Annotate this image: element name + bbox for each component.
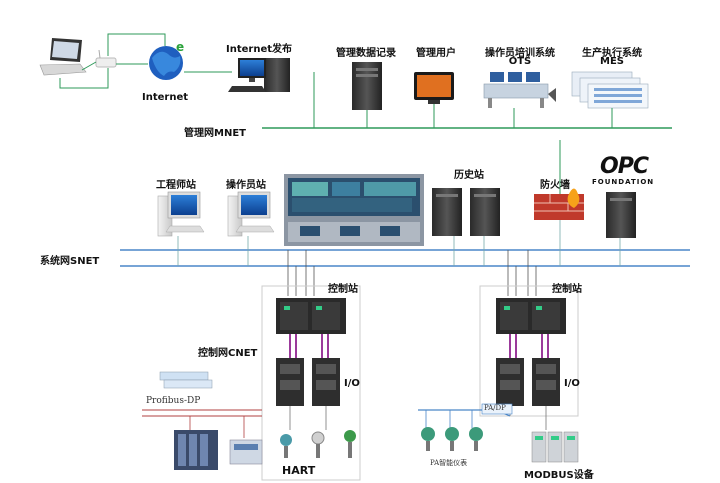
snet-label: 系统网SNET (40, 256, 100, 267)
io-left-label: I/O (344, 378, 360, 389)
control-station-left-label: 控制站 (328, 284, 358, 295)
hart-label: HART (282, 464, 316, 477)
modbus-label: MODBUS设备 (524, 470, 594, 481)
operator-station-label: 操作员站 (226, 180, 266, 191)
mgmt-user-monitor-icon (414, 72, 454, 104)
history-server-icon (432, 188, 500, 236)
pa-instruments-icon (421, 427, 483, 451)
internet-publish-pc-icon (228, 58, 290, 92)
laptop-icon (39, 38, 87, 76)
internet-globe-icon: e (149, 40, 184, 80)
ots-label-line2: OTS (508, 56, 532, 67)
history-station-label: 历史站 (454, 170, 484, 181)
mgmt-data-record-label: 管理数据记录 (336, 48, 396, 59)
control-station-right-cabinet (479, 285, 579, 430)
router-icon (95, 49, 117, 68)
control-room-console-image (284, 174, 424, 246)
control-station-left-cabinet (261, 285, 361, 481)
engineer-station-label: 工程师站 (156, 180, 196, 191)
pa-dp-label: PA/DP (484, 404, 506, 412)
mgmt-user-label: 管理用户 (416, 48, 456, 59)
mes-label-line2: MES (600, 56, 624, 67)
control-station-right-label: 控制站 (552, 284, 582, 295)
cnet-label: 控制网CNET (198, 348, 258, 359)
internet-publish-label: Internet发布 (226, 44, 293, 55)
modbus-devices-icon (531, 431, 579, 463)
opc-foundation-text: FOUNDATION (592, 178, 655, 186)
svg-text:e: e (176, 40, 184, 54)
opc-logo-text: OPC (600, 154, 649, 179)
profibus-label: Profibus-DP (146, 396, 201, 406)
io-right-label: I/O (564, 378, 580, 389)
mnet-label: 管理网MNET (184, 128, 246, 139)
mes-screens-icon (571, 71, 649, 109)
firewall-label: 防火墙 (540, 180, 570, 191)
profibus-stack-icon (159, 371, 213, 389)
firewall-icon (534, 188, 584, 220)
opc-server-icon (606, 192, 636, 238)
pa-instruments-label: PA智能仪表 (430, 459, 468, 467)
operator-station-pc-icon (227, 191, 275, 237)
mgmt-data-server-icon (352, 62, 382, 110)
hart-instruments-icon (280, 430, 356, 458)
mes-label-line1: 生产执行系统 (582, 48, 642, 59)
profibus-rack-icon (174, 430, 218, 470)
engineer-station-pc-icon (157, 191, 205, 237)
ots-console-icon (483, 72, 556, 108)
io-terminal-module-icon (229, 439, 263, 465)
internet-label: Internet (142, 92, 189, 103)
ots-label-line1: 操作员培训系统 (485, 48, 555, 59)
